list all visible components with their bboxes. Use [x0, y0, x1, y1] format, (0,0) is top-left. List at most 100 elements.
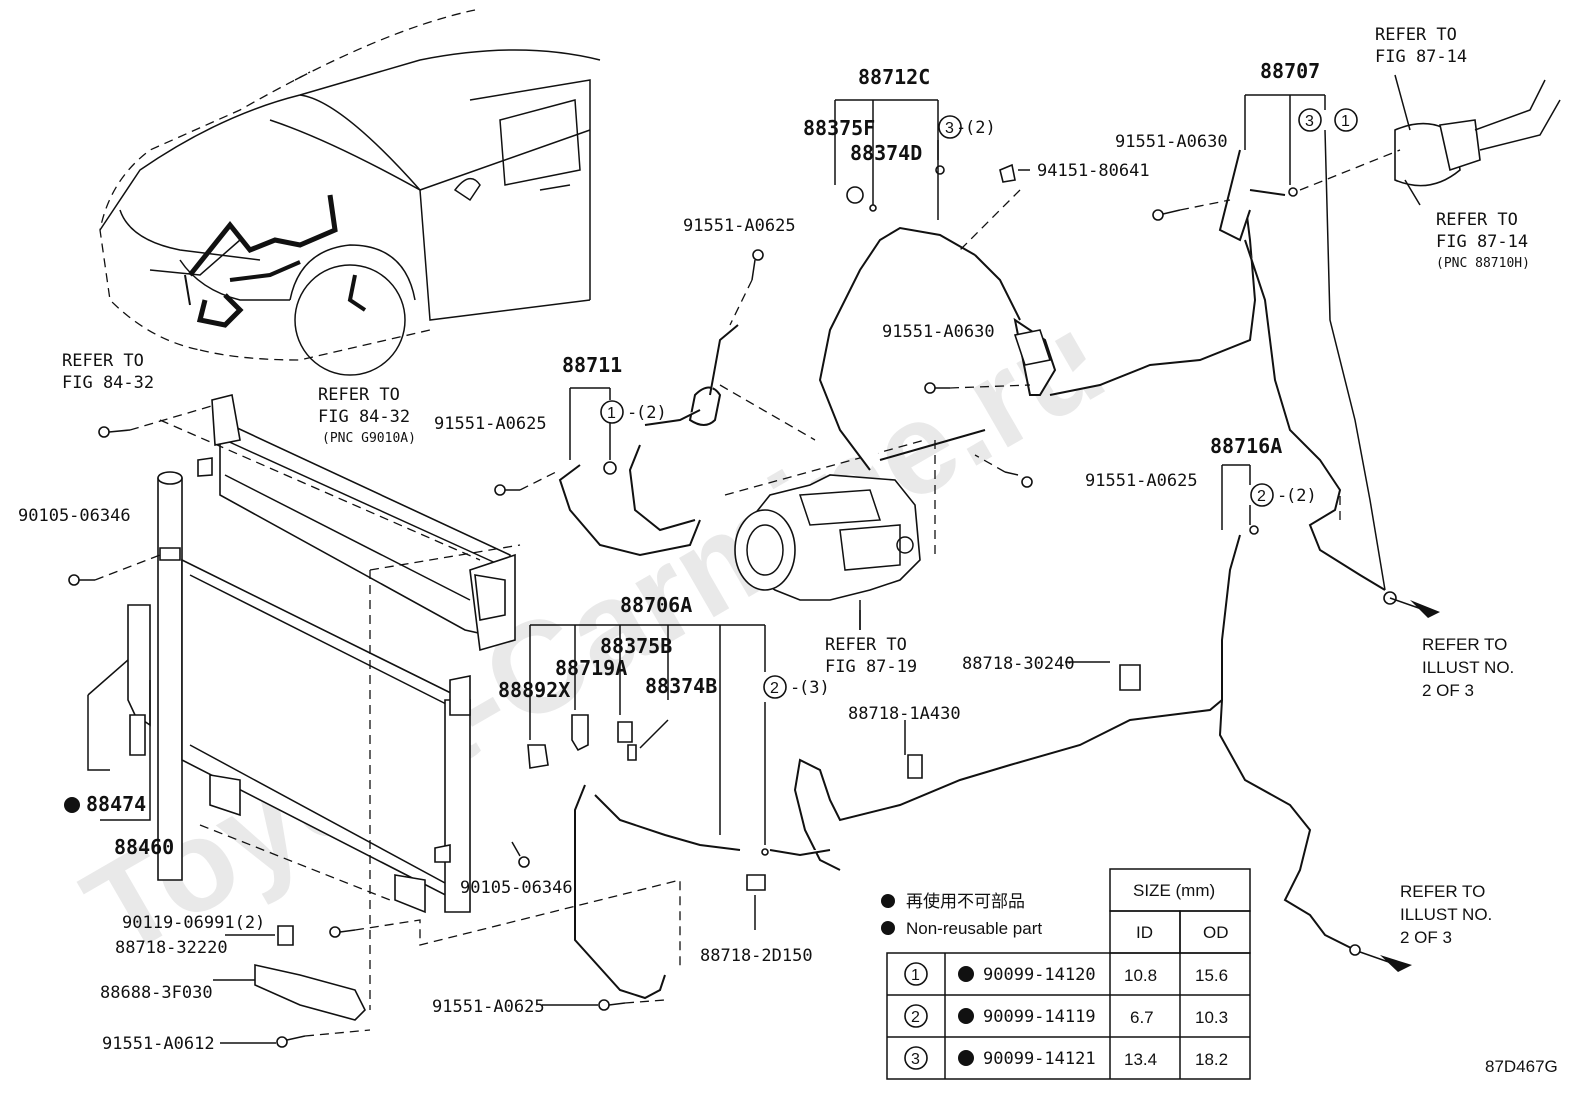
- part-91551-A0630-mid: 91551-A0630: [882, 322, 995, 342]
- svg-text:-: -: [1277, 486, 1287, 506]
- o-ring-marker-1-88707: [1334, 108, 1358, 132]
- part-90119-06991: 90119-06991(2): [122, 913, 265, 933]
- bolts: [68, 209, 1181, 1048]
- part-88719A: 88719A: [555, 656, 627, 680]
- part-90105-06346-left: 90105-06346: [18, 506, 131, 526]
- table-row-2-no: 2: [911, 1009, 920, 1026]
- part-88711: 88711: [562, 353, 622, 377]
- ref-87-14-b-line2: FIG 87-14: [1436, 232, 1528, 252]
- part-88718-32220: 88718-32220: [115, 938, 228, 958]
- qty-88716A: (2): [1286, 486, 1317, 506]
- part-94151-80641: 94151-80641: [1037, 161, 1150, 181]
- part-91551-A0625-right: 91551-A0625: [1085, 471, 1198, 491]
- arrows: [1359, 597, 1440, 972]
- table-row-2-part: 90099-14119: [983, 1007, 1096, 1027]
- o-ring-2-88716A: [1249, 525, 1259, 535]
- o-ring-marker-3-88707: [1298, 108, 1322, 132]
- legend-en: Non-reusable part: [906, 919, 1042, 938]
- svg-text:-: -: [790, 678, 800, 698]
- part-90105-06346-bot: 90105-06346: [460, 878, 573, 898]
- ref-87-14-b-pnc: (PNC 88710H): [1436, 256, 1530, 271]
- cap-88375B: [617, 721, 633, 743]
- legend: 再使用不可部品 Non-reusable part: [881, 891, 1042, 938]
- table-row-3-part: 90099-14121: [983, 1049, 1096, 1069]
- svg-text:2: 2: [770, 680, 779, 697]
- qty-88711: (2): [636, 403, 667, 423]
- core-88374B: [627, 744, 637, 761]
- part-91551-A0625-mid: 91551-A0625: [434, 414, 547, 434]
- o-ring-3-88712C: [935, 165, 945, 175]
- diagram-id: 87D467G: [1485, 1057, 1558, 1076]
- ref-87-19-line1: REFER TO: [825, 635, 907, 655]
- clamp-88718-1A430: [907, 754, 923, 779]
- valve-core-88374D: [869, 204, 877, 212]
- part-88892X: 88892X: [498, 678, 570, 702]
- ref-illust-b-line1: REFER TO: [1400, 882, 1485, 901]
- table-row-1-od: 15.6: [1195, 966, 1228, 985]
- part-88374B: 88374B: [645, 674, 717, 698]
- table-row-3-no: 3: [911, 1051, 920, 1068]
- svg-text:3: 3: [945, 120, 954, 137]
- hoses: [558, 149, 1386, 1000]
- svg-text:1: 1: [607, 405, 616, 422]
- hose-end-b: [1349, 944, 1361, 956]
- clamp-88718-2D150: [746, 874, 766, 891]
- legend-jp: 再使用不可部品: [906, 891, 1025, 911]
- ref-87-14-b-line1: REFER TO: [1436, 210, 1518, 230]
- o-ring-size-table: SIZE (mm) ID OD 1 90099-14120 10.8 15.6 …: [886, 868, 1251, 1080]
- part-91551-A0625-bot: 91551-A0625: [432, 997, 545, 1017]
- ref-illust-a-line1: REFER TO: [1422, 635, 1507, 654]
- part-91551-A0630-top: 91551-A0630: [1115, 132, 1228, 152]
- svg-text:-: -: [956, 118, 966, 138]
- table-row-1-part: 90099-14120: [983, 965, 1096, 985]
- part-88474: 88474: [86, 792, 146, 816]
- table-id-header: ID: [1136, 923, 1153, 942]
- part-88707: 88707: [1260, 59, 1320, 83]
- svg-text:3: 3: [1305, 113, 1314, 130]
- part-88688-3F030: 88688-3F030: [100, 983, 213, 1003]
- o-ring-marker-1-88711: [600, 400, 624, 424]
- ref-84-32-a-line1: REFER TO: [62, 351, 144, 371]
- condenser-assembly: [87, 394, 521, 1010]
- part-88718-2D150: 88718-2D150: [700, 946, 813, 966]
- nut-94151-80641: [999, 163, 1016, 183]
- table-row-2-id: 6.7: [1130, 1008, 1154, 1027]
- table-size-header: SIZE (mm): [1133, 881, 1215, 900]
- ref-84-32-b-line1: REFER TO: [318, 385, 400, 405]
- qty-88712C: (2): [965, 118, 996, 138]
- part-88706A: 88706A: [620, 593, 692, 617]
- o-ring-1-88711: [603, 461, 617, 475]
- table-row-2-od: 10.3: [1195, 1008, 1228, 1027]
- ref-84-32-b-line2: FIG 84-32: [318, 407, 410, 427]
- qty-88706A: (3): [799, 678, 830, 698]
- cap-88375F: [846, 186, 864, 204]
- svg-text:2: 2: [1257, 488, 1266, 505]
- table-row-3-id: 13.4: [1124, 1050, 1157, 1069]
- non-reusable-dot-88474: [64, 797, 80, 813]
- leader-lines: [94, 74, 1421, 1037]
- ref-84-32-a-line2: FIG 84-32: [62, 373, 154, 393]
- ref-87-19-line2: FIG 87-19: [825, 657, 917, 677]
- part-88718-30240: 88718-30240: [962, 654, 1075, 674]
- ref-illust-a-line3: 2 OF 3: [1422, 681, 1474, 700]
- ref-illust-b-line3: 2 OF 3: [1400, 928, 1452, 947]
- part-88460: 88460: [114, 835, 174, 859]
- table-row-1-no: 1: [911, 967, 920, 984]
- part-88375B: 88375B: [600, 634, 672, 658]
- vehicle-outline: [99, 9, 601, 376]
- o-ring-marker-2-88716A: [1250, 483, 1274, 507]
- part-91551-A0612: 91551-A0612: [102, 1034, 215, 1054]
- table-row-3-od: 18.2: [1195, 1050, 1228, 1069]
- part-91551-A0625-top: 91551-A0625: [683, 216, 796, 236]
- part-88374D: 88374D: [850, 141, 922, 165]
- o-ring-markers: 3 (2) - 3 1 1 - (2) 2 - (2) 2 - (3): [600, 108, 1358, 699]
- table-od-header: OD: [1203, 923, 1229, 942]
- ref-87-14-a-line1: REFER TO: [1375, 25, 1457, 45]
- bracket-88688-3F030: [254, 964, 366, 1021]
- switch-88719A: [571, 714, 589, 752]
- o-ring-marker-2-88706A: [763, 675, 787, 699]
- part-labels: 88712C 88375F 88374D 88707 88711 88706A …: [18, 59, 1320, 1054]
- fittings: [254, 79, 1561, 1021]
- ref-84-32-b-pnc: (PNC G9010A): [322, 431, 416, 446]
